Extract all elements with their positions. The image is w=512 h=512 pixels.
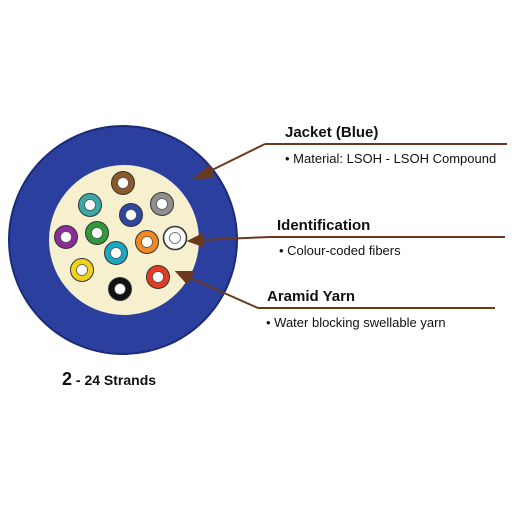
yellow-fiber	[70, 258, 94, 282]
strand-count-caption: 2 - 24 Strands	[62, 369, 156, 390]
strand-count-min: 2	[62, 369, 73, 389]
aramid-leader-diagonal	[187, 276, 259, 309]
white-fiber	[162, 225, 188, 251]
orange-fiber	[135, 230, 159, 254]
green-fiber	[85, 221, 109, 245]
green-fiber-core	[91, 227, 103, 239]
black-fiber-core	[114, 283, 126, 295]
cyan-fiber-core	[110, 247, 122, 259]
brown-fiber-core	[117, 177, 129, 189]
yellow-fiber-core	[76, 264, 88, 276]
red-fiber	[146, 265, 170, 289]
red-fiber-core	[152, 271, 164, 283]
teal-fiber-core	[84, 199, 96, 211]
cyan-fiber	[104, 241, 128, 265]
gray-fiber	[150, 192, 174, 216]
aramid-label-bullet: • Water blocking swellable yarn	[266, 315, 446, 330]
jacket-arrowhead	[193, 164, 215, 180]
black-fiber	[108, 277, 132, 301]
fiber-group	[54, 171, 188, 301]
leader-lines	[174, 143, 507, 309]
brown-fiber	[111, 171, 135, 195]
white-fiber-core	[169, 232, 181, 244]
aramid-label-title: Aramid Yarn	[267, 288, 356, 305]
gray-fiber-core	[156, 198, 168, 210]
jacket-leader-diagonal	[205, 143, 266, 174]
violet-fiber	[54, 225, 78, 249]
orange-fiber-core	[141, 236, 153, 248]
identification-leader-diagonal	[199, 236, 271, 241]
blue-fiber-core	[125, 209, 137, 221]
identification-label-title: Identification	[277, 217, 371, 234]
identification-arrowhead	[186, 232, 204, 248]
identification-label-bullet: • Colour-coded fibers	[279, 243, 401, 258]
jacket-label-title: Jacket (Blue)	[285, 124, 379, 141]
blue-fiber	[119, 203, 143, 227]
aramid-arrowhead	[174, 271, 195, 285]
teal-fiber	[78, 193, 102, 217]
jacket-label-bullet: • Material: LSOH - LSOH Compound	[285, 151, 497, 166]
strand-count-range: - 24 Strands	[72, 372, 157, 388]
violet-fiber-core	[60, 231, 72, 243]
